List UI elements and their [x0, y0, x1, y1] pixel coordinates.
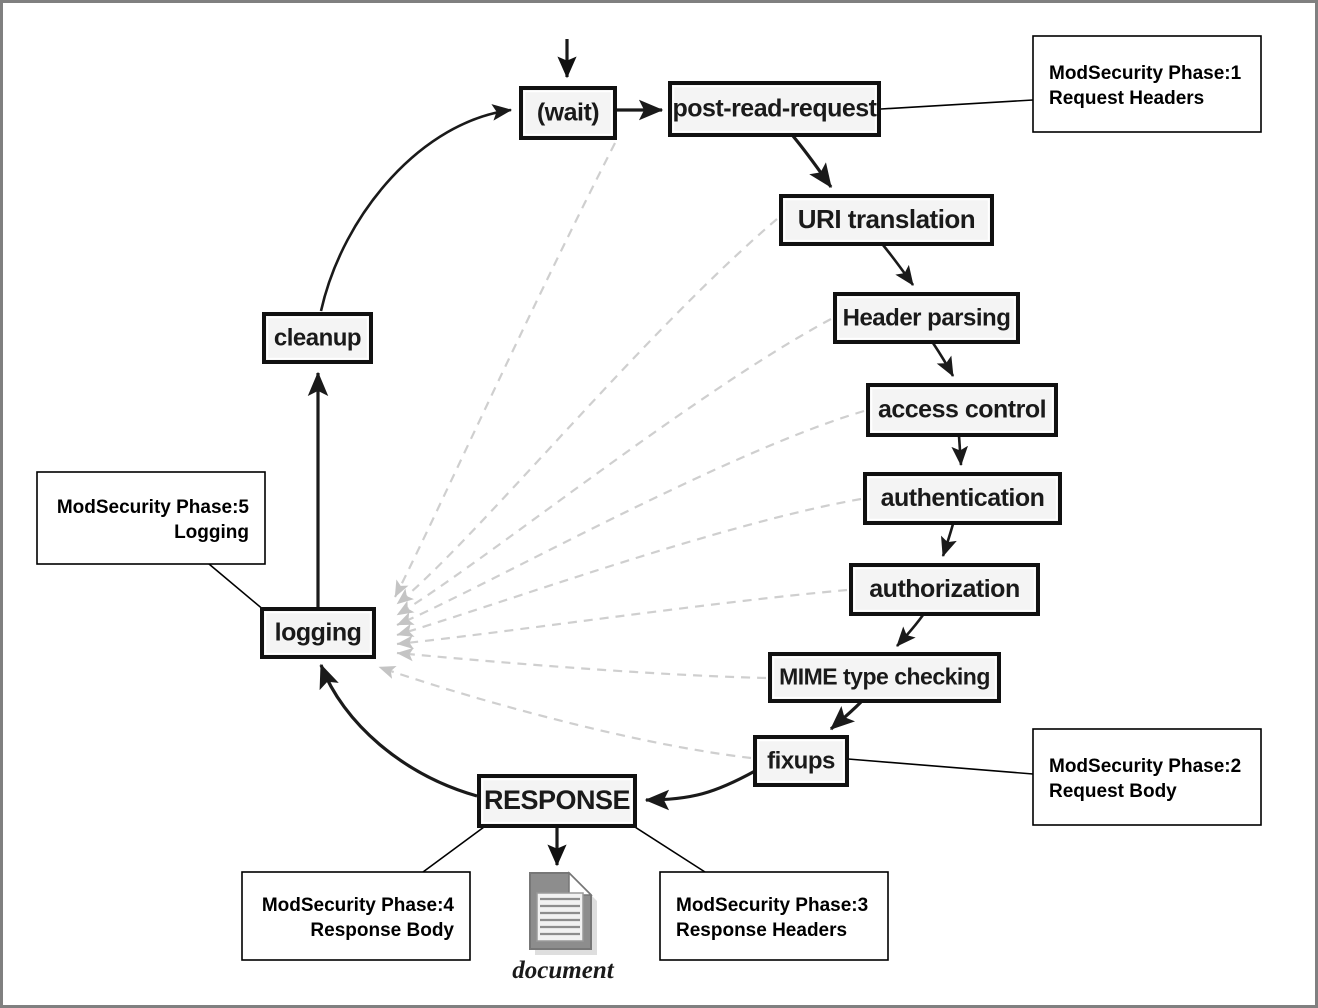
- process-node-frame-wait: [519, 86, 617, 140]
- process-node-frame-post-read-request: [668, 81, 881, 137]
- process-node-frame-logging: [260, 607, 376, 659]
- dashed-arrow-uri-translation: [396, 218, 778, 605]
- logging-aggregation-arrows: [378, 142, 865, 760]
- process-node-header-parsing[interactable]: Header parsing: [833, 292, 1020, 344]
- note-line-phase-5-0: ModSecurity Phase:5: [57, 497, 250, 518]
- leader-phase-5: [208, 563, 266, 612]
- process-node-frame-fixups: [753, 735, 849, 787]
- process-node-label-response: RESPONSE: [484, 785, 630, 815]
- arrow-authorization-to-mime-type-checking: [896, 614, 925, 647]
- process-node-authentication[interactable]: authentication: [863, 472, 1062, 525]
- note-line-phase-4-0: ModSecurity Phase:4: [262, 895, 455, 916]
- process-node-label-wait: (wait): [537, 99, 599, 127]
- leader-phase-4: [422, 826, 485, 873]
- process-node-authorization[interactable]: authorization: [849, 563, 1040, 616]
- note-frame-phase-3: [659, 871, 889, 961]
- process-node-inner-frame-logging: [264, 611, 372, 655]
- dashed-arrow-header-parsing: [396, 318, 832, 616]
- process-node-inner-frame-access-control: [870, 387, 1054, 433]
- note-line-phase-2-0: ModSecurity Phase:2: [1049, 756, 1241, 777]
- process-node-label-mime-type-checking: MIME type checking: [779, 664, 990, 690]
- arrow-fixups-to-response: [644, 769, 756, 811]
- process-node-label-authentication: authentication: [881, 484, 1045, 512]
- process-node-inner-frame-post-read-request: [672, 85, 877, 133]
- note-line-phase-3-0: ModSecurity Phase:3: [676, 895, 868, 916]
- process-node-mime-type-checking[interactable]: MIME type checking: [768, 652, 1001, 703]
- process-node-frame-uri-translation: [779, 194, 994, 246]
- arrow-response-to-logging: [319, 663, 478, 798]
- process-node-label-authorization: authorization: [869, 575, 1019, 603]
- process-node-frame-header-parsing: [833, 292, 1020, 344]
- process-node-frame-access-control: [866, 383, 1058, 437]
- process-node-label-post-read-request: post-read-request: [672, 95, 877, 123]
- process-node-label-cleanup: cleanup: [274, 324, 361, 351]
- process-node-label-uri-translation: URI translation: [798, 204, 975, 234]
- dashed-arrow-fixups: [378, 665, 752, 760]
- process-node-frame-authorization: [849, 563, 1040, 616]
- process-node-cleanup[interactable]: cleanup: [262, 312, 373, 364]
- process-node-label-logging: logging: [275, 619, 362, 647]
- leader-phase-1: [880, 99, 1034, 110]
- process-node-inner-frame-cleanup: [266, 316, 369, 360]
- note-line-phase-3-1: Response Headers: [676, 920, 847, 941]
- process-node-inner-frame-response: [481, 778, 633, 824]
- note-frame-phase-4: [241, 871, 471, 961]
- process-node-inner-frame-uri-translation: [783, 198, 990, 242]
- note-frame-phase-2: [1032, 728, 1262, 826]
- process-node-uri-translation[interactable]: URI translation: [779, 194, 994, 246]
- document-label: document: [512, 957, 614, 984]
- process-node-label-header-parsing: Header parsing: [843, 304, 1011, 331]
- process-node-label-fixups: fixups: [767, 747, 835, 774]
- process-node-frame-cleanup: [262, 312, 373, 364]
- process-node-post-read-request[interactable]: post-read-request: [668, 81, 881, 137]
- leader-phase-3: [634, 826, 706, 873]
- process-node-response[interactable]: RESPONSE: [477, 774, 637, 828]
- process-node-frame-response: [477, 774, 637, 828]
- note-line-phase-4-1: Response Body: [310, 920, 454, 941]
- process-node-inner-frame-header-parsing: [837, 296, 1016, 340]
- note-leader-lines: [208, 99, 1034, 873]
- document-icon: [529, 871, 597, 955]
- note-line-phase-1-1: Request Headers: [1049, 88, 1204, 109]
- dashed-arrow-mime-type-checking: [396, 647, 767, 680]
- process-node-fixups[interactable]: fixups: [753, 735, 849, 787]
- arrow-access-control-to-authentication: [951, 435, 969, 467]
- arrow-uri-translation-to-header-parsing: [881, 244, 915, 286]
- process-node-logging[interactable]: logging: [260, 607, 376, 659]
- process-node-access-control[interactable]: access control: [866, 383, 1058, 437]
- process-node-frame-mime-type-checking: [768, 652, 1001, 703]
- arrow-header-parsing-to-access-control: [931, 342, 955, 377]
- arrow-cleanup-to-wait: [319, 104, 513, 312]
- note-line-phase-5-1: Logging: [174, 522, 249, 543]
- arrow-mime-type-checking-to-fixups: [829, 700, 863, 731]
- process-node-inner-frame-fixups: [757, 739, 845, 783]
- flow-arrows: [307, 39, 969, 867]
- dashed-arrow-access-control: [396, 409, 865, 627]
- note-line-phase-1-0: ModSecurity Phase:1: [1049, 63, 1242, 84]
- dashed-arrow-post-read-request: [394, 142, 616, 598]
- arrow-authentication-to-authorization: [941, 523, 957, 557]
- leader-phase-2: [847, 758, 1034, 775]
- process-node-label-access-control: access control: [878, 396, 1046, 424]
- process-node-inner-frame-mime-type-checking: [772, 656, 997, 699]
- note-frame-phase-5: [36, 471, 266, 565]
- dashed-arrow-authorization: [396, 588, 848, 650]
- note-frame-phase-1: [1032, 35, 1262, 133]
- arrow-post-read-request-to-uri-translation: [791, 134, 833, 189]
- process-node-inner-frame-authentication: [867, 476, 1058, 521]
- document-node: document: [512, 871, 615, 984]
- process-node-inner-frame-authorization: [853, 567, 1036, 612]
- process-node-frame-authentication: [863, 472, 1062, 525]
- process-node-inner-frame-wait: [523, 90, 613, 136]
- note-line-phase-2-1: Request Body: [1049, 781, 1177, 802]
- process-node-wait[interactable]: (wait): [519, 86, 617, 140]
